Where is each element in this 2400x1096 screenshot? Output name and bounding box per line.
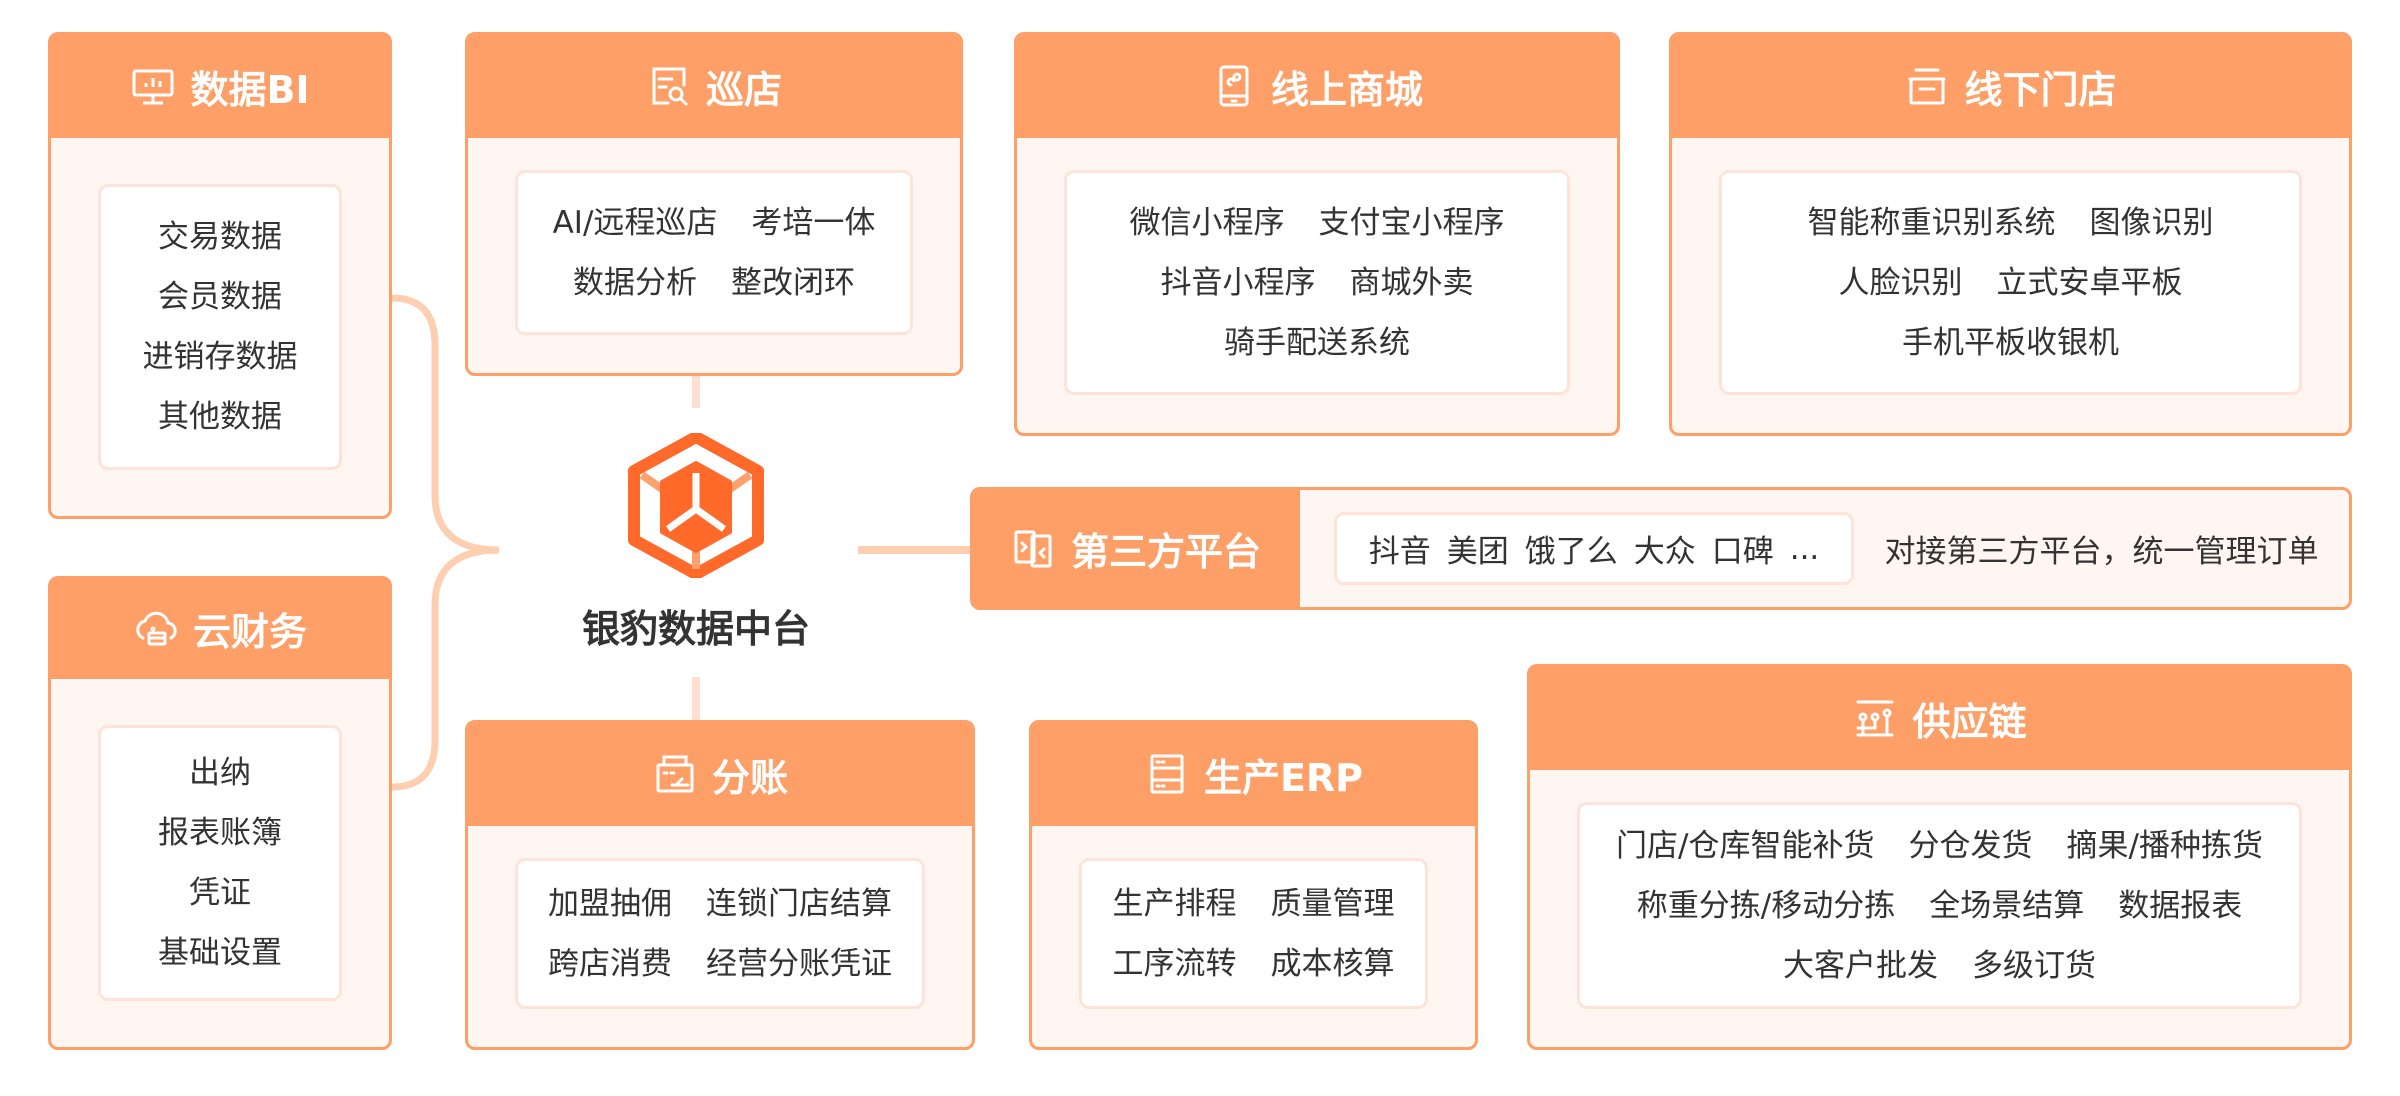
- feature-list: 智能称重识别系统图像识别 人脸识别立式安卓平板 手机平板收银机: [1719, 170, 2302, 395]
- module-card-finance[interactable]: 云财务 出纳 报表账簿 凭证 基础设置: [48, 576, 392, 1050]
- center-logo: [628, 431, 764, 580]
- feature-item: 多级订货: [1972, 947, 2096, 984]
- module-header: 巡店: [468, 35, 960, 138]
- feature-item: 数据报表: [2118, 887, 2243, 924]
- feature-item: 支付宝小程序: [1318, 204, 1505, 241]
- module-card-third-party[interactable]: 第三方平台 抖音 美团 饿了么 大众 口碑 ... 对接第三方平台，统一管理订单: [970, 487, 2352, 610]
- module-header: 供应链: [1530, 667, 2349, 770]
- third-party-description: 对接第三方平台，统一管理订单: [1884, 534, 2319, 570]
- feature-item: 抖音小程序: [1160, 264, 1316, 301]
- module-header: 数据BI: [51, 35, 389, 138]
- feature-list: 微信小程序支付宝小程序 抖音小程序商城外卖 骑手配送系统: [1064, 170, 1570, 395]
- feature-item: 出纳: [189, 755, 251, 791]
- storefront-icon: [1908, 68, 1946, 105]
- module-title: 生产ERP: [1203, 755, 1364, 800]
- module-title: 巡店: [705, 67, 782, 112]
- module-card-erp[interactable]: 生产ERP 生产排程质量管理 工序流转成本核算: [1029, 720, 1478, 1050]
- hexagon-cube-logo-icon: [628, 431, 764, 580]
- feature-item: 微信小程序: [1129, 204, 1285, 241]
- feature-item: 摘果/播种拣货: [2066, 827, 2263, 864]
- server-rack-icon: [1150, 754, 1184, 794]
- feature-item: 手机平板收银机: [1902, 324, 2119, 361]
- feature-list: 门店/仓库智能补货分仓发货摘果/播种拣货 称重分拣/移动分拣全场景结算数据报表 …: [1577, 802, 2302, 1009]
- module-card-offline-store[interactable]: 线下门店 智能称重识别系统图像识别 人脸识别立式安卓平板 手机平板收银机: [1669, 32, 2352, 436]
- feature-item: 分仓发货: [1908, 827, 2033, 864]
- feature-item: 成本核算: [1270, 945, 1395, 982]
- module-title: 第三方平台: [1070, 530, 1261, 574]
- feature-list: 加盟抽佣连锁门店结算 跨店消费经营分账凭证: [515, 858, 925, 1009]
- feature-item: 报表账簿: [158, 815, 282, 851]
- module-card-supply-chain[interactable]: 供应链 门店/仓库智能补货分仓发货摘果/播种拣货 称重分拣/移动分拣全场景结算数…: [1527, 664, 2352, 1050]
- feature-item: 质量管理: [1270, 885, 1395, 922]
- feature-item: 数据分析: [573, 264, 697, 301]
- feature-list: AI/远程巡店考培一体 数据分析整改闭环: [515, 170, 913, 335]
- feature-item: 门店/仓库智能补货: [1616, 827, 1875, 864]
- feature-item: 工序流转: [1112, 945, 1237, 982]
- feature-item: 整改闭环: [731, 264, 855, 301]
- feature-item: 生产排程: [1112, 885, 1237, 922]
- platform-item: 美团: [1446, 534, 1509, 570]
- feature-item: 人脸识别: [1838, 264, 1963, 301]
- module-card-online-mall[interactable]: 线上商城 微信小程序支付宝小程序 抖音小程序商城外卖 骑手配送系统: [1014, 32, 1620, 436]
- feature-item: 智能称重识别系统: [1807, 204, 2056, 241]
- module-header: 第三方平台: [973, 490, 1300, 607]
- module-title: 供应链: [1912, 699, 2027, 744]
- mini-program-phone-icon: [1219, 65, 1249, 107]
- module-title: 分账: [711, 755, 788, 800]
- feature-item: 凭证: [189, 875, 251, 911]
- top-connector: [692, 375, 700, 408]
- feature-item: 称重分拣/移动分拣: [1636, 887, 1896, 924]
- feature-list: 交易数据 会员数据 进销存数据 其他数据: [98, 184, 342, 470]
- center-title: 银豹数据中台: [581, 607, 810, 651]
- platform-item: 饿了么: [1524, 534, 1618, 570]
- module-header: 线上商城: [1017, 35, 1617, 138]
- module-header: 分账: [468, 723, 972, 826]
- module-card-split-account[interactable]: 分账 加盟抽佣连锁门店结算 跨店消费经营分账凭证: [465, 720, 975, 1050]
- feature-item: 交易数据: [158, 219, 282, 255]
- feature-item: 全场景结算: [1929, 887, 2085, 924]
- feature-item: 其他数据: [158, 399, 282, 435]
- module-title: 数据BI: [190, 67, 310, 112]
- feature-item: 商城外卖: [1349, 264, 1474, 301]
- feature-list: 出纳 报表账簿 凭证 基础设置: [98, 725, 342, 1001]
- feature-item: 基础设置: [158, 935, 282, 971]
- feature-list: 生产排程质量管理 工序流转成本核算: [1079, 858, 1428, 1009]
- feature-item: 加盟抽佣: [548, 885, 672, 922]
- feature-item: 跨店消费: [548, 945, 672, 982]
- document-search-icon: [652, 67, 688, 106]
- feature-item: 图像识别: [2089, 204, 2214, 241]
- platform-item: 抖音: [1368, 534, 1431, 570]
- feature-item: 大客户批发: [1783, 947, 1938, 984]
- platform-item: 口碑: [1711, 534, 1774, 570]
- platform-more: ...: [1789, 530, 1820, 567]
- dual-screen-transfer-icon: [1014, 530, 1052, 567]
- monitor-chart-icon: [132, 69, 174, 105]
- feature-item: 会员数据: [158, 279, 282, 315]
- module-title: 云财务: [192, 610, 307, 654]
- bottom-connector: [692, 677, 700, 720]
- module-header: 线下门店: [1672, 35, 2349, 138]
- module-title: 线下门店: [1964, 67, 2117, 112]
- module-header: 云财务: [51, 579, 389, 679]
- feature-item: AI/远程巡店: [552, 204, 718, 241]
- feature-item: 连锁门店结算: [706, 885, 892, 922]
- platform-item: 大众: [1633, 534, 1696, 570]
- supply-network-icon: [1856, 700, 1894, 737]
- platform-list: 抖音 美团 饿了么 大众 口碑 ...: [1334, 512, 1854, 585]
- module-card-bi[interactable]: 数据BI 交易数据 会员数据 进销存数据 其他数据: [48, 32, 392, 519]
- feature-item: 考培一体: [751, 204, 876, 241]
- feature-item: 立式安卓平板: [1996, 264, 2183, 301]
- feature-item: 经营分账凭证: [706, 945, 892, 982]
- feature-item: 进销存数据: [142, 339, 298, 375]
- module-header: 生产ERP: [1032, 723, 1475, 826]
- module-title: 线上商城: [1270, 67, 1423, 112]
- printer-receipt-icon: [656, 755, 694, 793]
- module-card-patrol[interactable]: 巡店 AI/远程巡店考培一体 数据分析整改闭环: [465, 32, 963, 376]
- feature-item: 骑手配送系统: [1224, 324, 1410, 361]
- cloud-server-icon: [136, 611, 177, 645]
